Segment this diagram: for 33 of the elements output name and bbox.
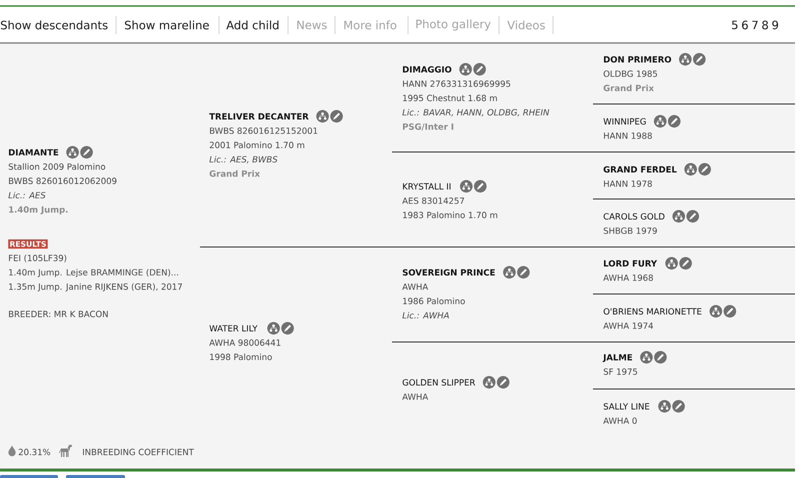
pedigree-entry: DON PRIMERO OLDBG 1985 Grand Prix: [604, 56, 672, 92]
generation-link: 8: [762, 20, 768, 30]
nav-link: Videos: [507, 20, 545, 30]
pedigree-entry: GOLDEN SLIPPER AWHA: [402, 379, 476, 400]
result-text: FEI (105LF39): [9, 254, 66, 262]
pedigree-entry: WINNIPEG HANN 1988: [603, 118, 652, 139]
pedigree-entry: SOVEREIGN PRINCE AWHA 1986 Palomino Lic.: AWHA: [402, 269, 495, 319]
pedigree-entry: SALLY LINE AWHA 0: [603, 403, 650, 424]
pedigree-entry: DIAMANTE Stallion 2009 Palomino BWBS 826016012062009 Lic.: AES 1.40m Jump.: [8, 149, 116, 214]
footer-text: INBREEDING COEFFICIENT: [83, 448, 194, 456]
nav-link: Add child: [226, 20, 278, 30]
pedigree-entry: CAROLS GOLD SHBGB 1979: [604, 213, 664, 234]
nav-link: Show mareline: [124, 20, 209, 30]
pedigree-entry: KRYSTALL II AES 83014257 1983 Palomino 1.70 m: [402, 183, 498, 218]
pedigree-entry: GRAND FERDEL HANN 1978: [604, 166, 677, 187]
footer-text: 20.31%: [18, 448, 50, 456]
generation-link: 7: [752, 20, 758, 30]
pedigree-entry: JALME SF 1975: [602, 354, 638, 375]
result-text: BREEDER: MR K BACON: [9, 310, 108, 318]
nav-link: Show descendants: [0, 20, 108, 30]
generation-link: 5: [732, 20, 738, 30]
generation-link: 9: [772, 20, 778, 30]
generation-link: 6: [742, 20, 748, 30]
nav-link: Photo gallery: [416, 19, 491, 31]
pedigree-entry: LORD FURY AWHA 1968: [603, 260, 658, 281]
pedigree-entry: WATER LILY AWHA 98006441 1998 Palomino: [209, 325, 280, 360]
result-text: 1.40m Jump. Lejse BRAMMINGE (DEN)...: [9, 268, 178, 278]
nav-link: News: [297, 20, 327, 30]
pedigree-entry: TRELIVER DECANTER BWBS 826016125152001 2001 Palomino 1.70 m Lic.: AES, BWBS Grand Prix: [209, 113, 318, 177]
nav-link: More info: [344, 20, 396, 30]
result-text: 1.35m Jump. Janine RIJKENS (GER), 2017: [9, 283, 182, 292]
pedigree-entry: O'BRIENS MARIONETTE AWHA 1974: [603, 308, 702, 329]
pedigree-entry: DIMAGGIO HANN 276331316969995 1995 Chestnut 1.68 m Lic.: BAVAR, HANN, OLDBG, RHEIN PSG/Inter I: [402, 66, 550, 130]
